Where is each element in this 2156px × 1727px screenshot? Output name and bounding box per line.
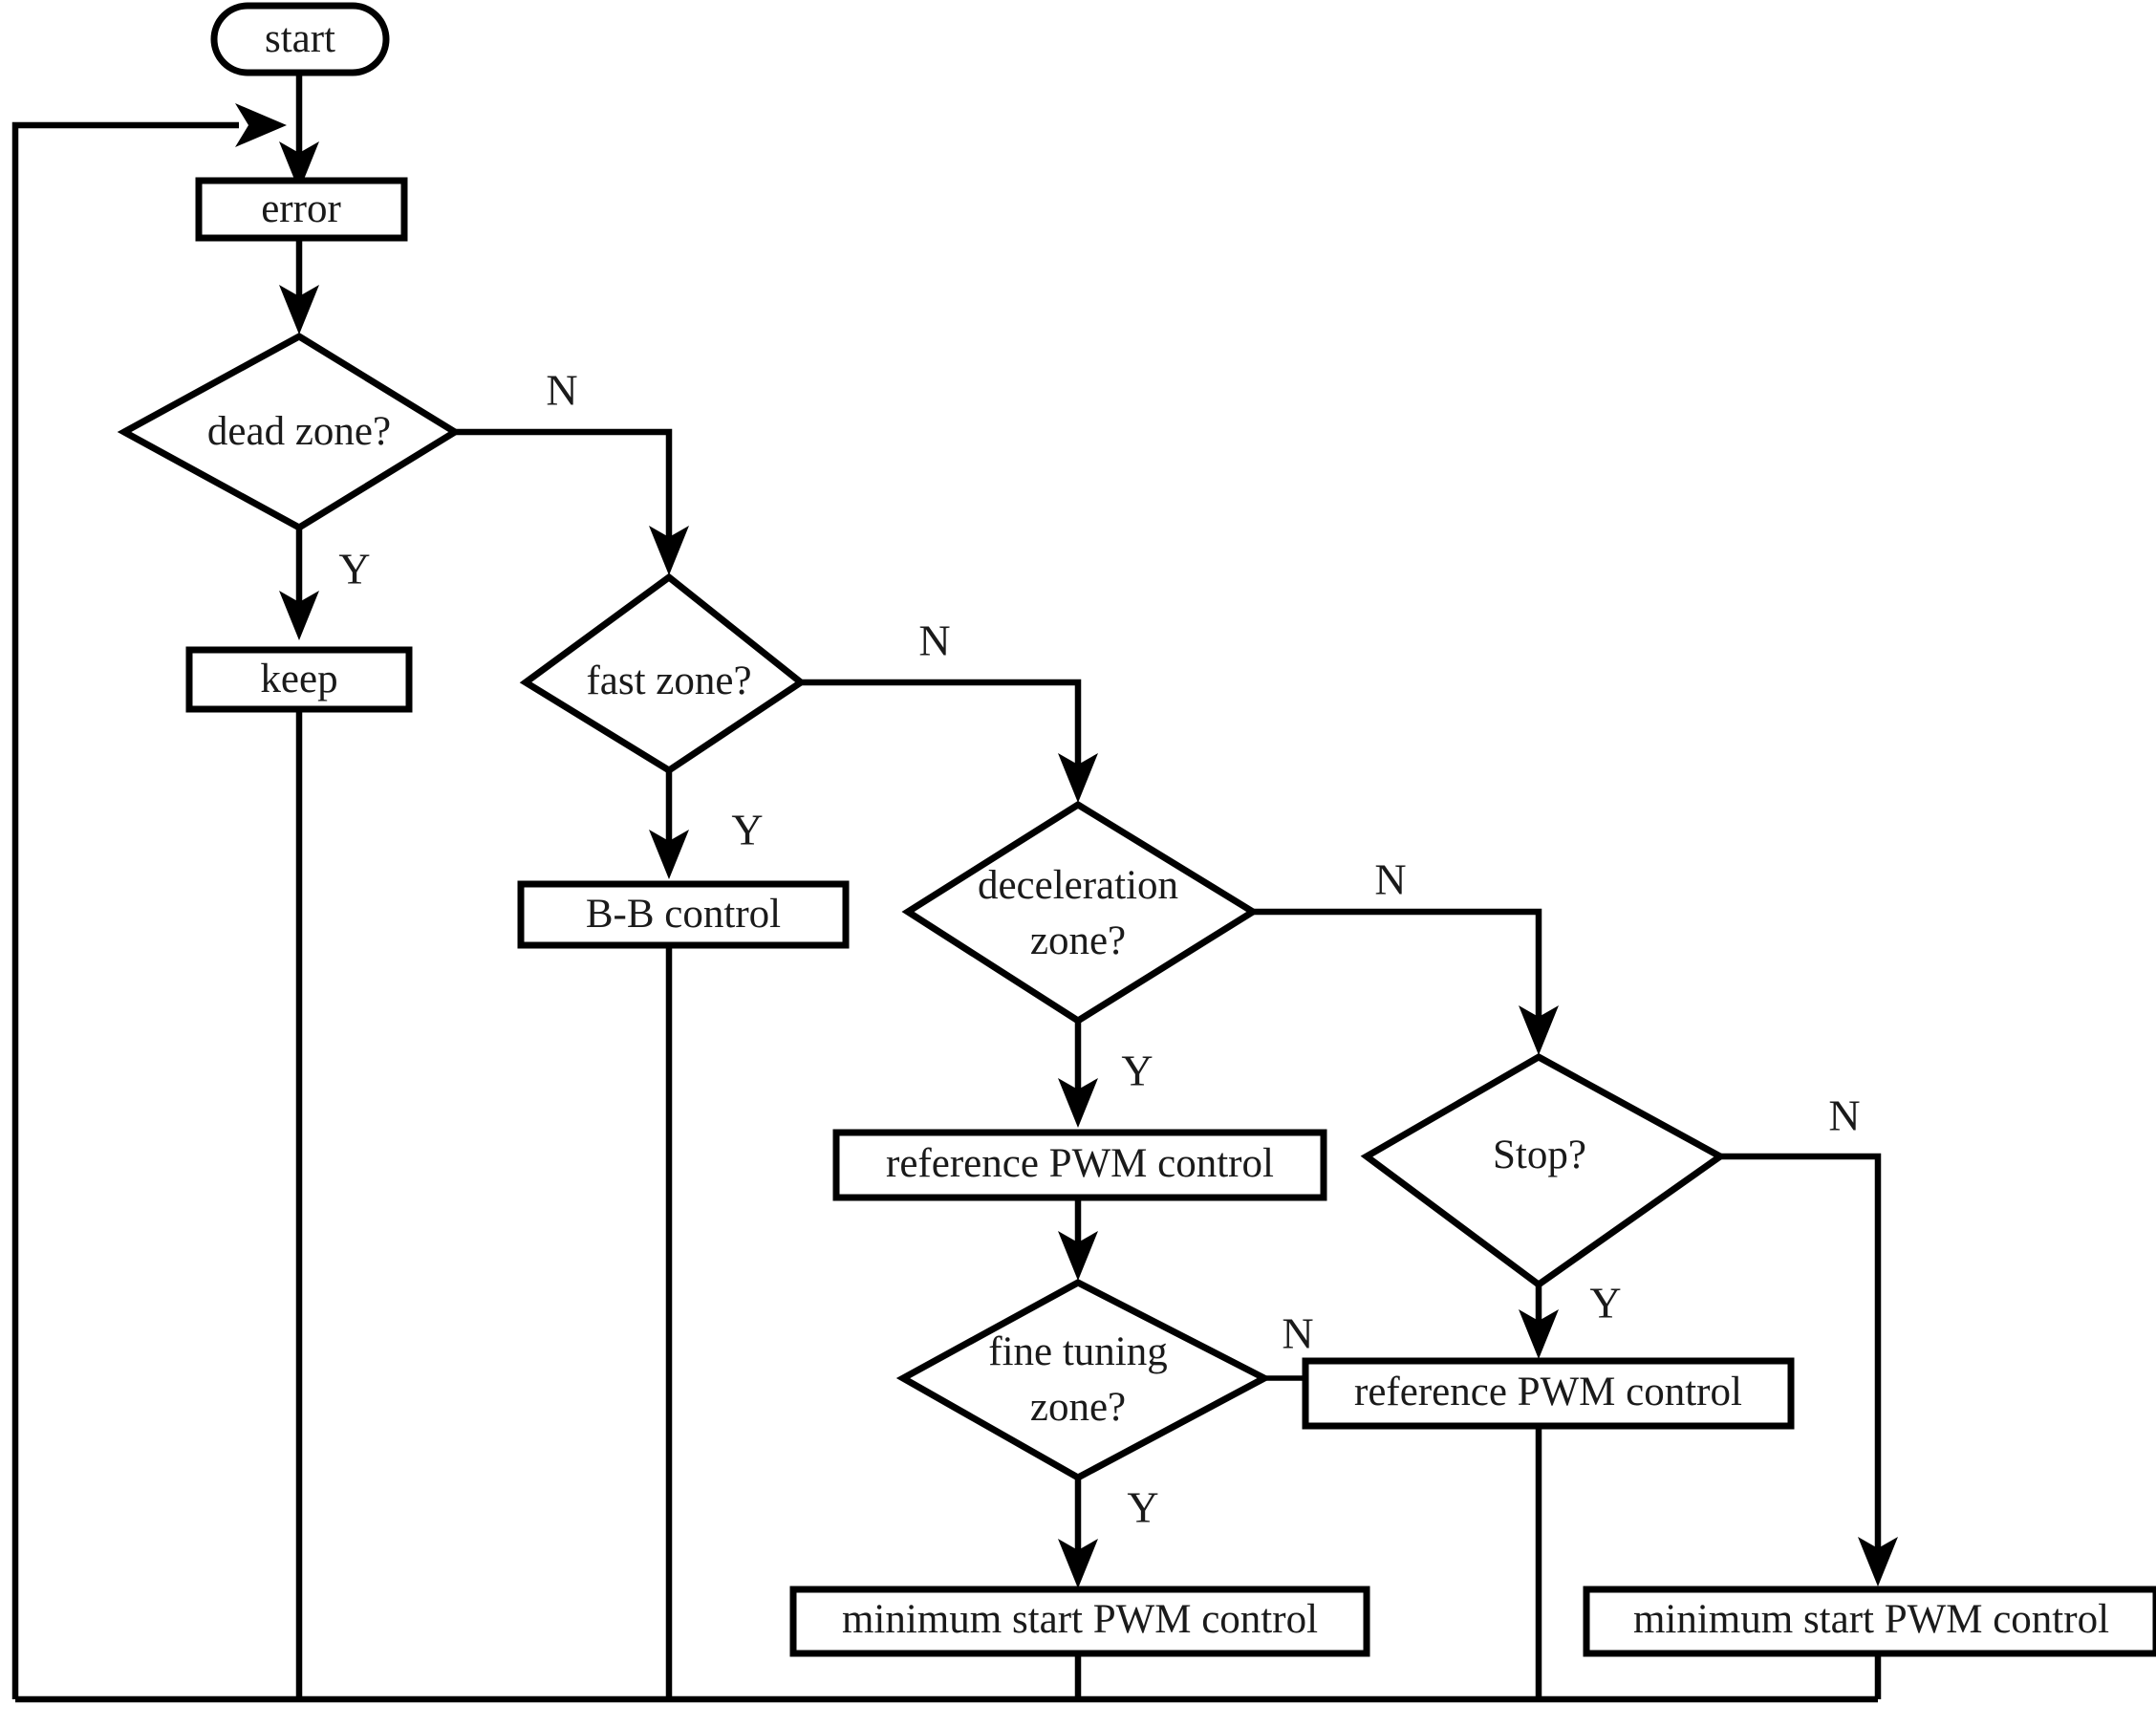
node-reference-pwm-control-1-label: reference PWM control (886, 1141, 1274, 1186)
node-minimum-start-pwm-left-label: minimum start PWM control (842, 1597, 1318, 1642)
node-fast-zone[interactable] (519, 572, 807, 775)
arrowhead-fastzone-no (1058, 753, 1098, 803)
node-reference-pwm-control-2[interactable] (1302, 1357, 1795, 1430)
edge-label-fast-zone-no: N (918, 616, 950, 665)
arrowhead-finetuning-yes (1058, 1539, 1098, 1588)
arrowhead-deceleration-no (1519, 1005, 1559, 1055)
edge-label-deceleration-no: N (1374, 855, 1406, 904)
edge-label-stop-no: N (1828, 1091, 1860, 1140)
node-fine-tuning-zone[interactable] (895, 1279, 1272, 1481)
node-minimum-start-pwm-left[interactable] (789, 1586, 1370, 1657)
edge-deceleration-no (1253, 908, 1542, 1026)
node-minimum-start-pwm-right-label: minimum start PWM control (1633, 1597, 2109, 1642)
edge-label-fast-zone-yes: Y (731, 806, 763, 854)
node-start-label: start (265, 16, 335, 61)
node-fine-tuning-zone-label-1: fine tuning (988, 1329, 1168, 1374)
node-keep[interactable] (185, 646, 413, 713)
node-error[interactable] (195, 177, 408, 242)
node-bb-control[interactable] (517, 880, 850, 949)
node-start[interactable] (210, 2, 390, 76)
node-deceleration-zone-label-1: deceleration (978, 863, 1178, 908)
edge-label-fine-tuning-yes: Y (1127, 1483, 1158, 1532)
arrowhead-start-to-error (279, 141, 319, 191)
edge-deadzone-no (455, 428, 673, 547)
arrowhead-feedback-into-error (235, 103, 287, 147)
node-minimum-start-pwm-right[interactable] (1583, 1586, 2156, 1657)
arrowhead-stop-no (1858, 1537, 1898, 1587)
edge-label-deceleration-yes: Y (1121, 1047, 1153, 1095)
edge-feedback-loop (11, 121, 239, 1699)
node-stop-label: Stop? (1493, 1133, 1586, 1177)
edge-label-fine-tuning-no: N (1282, 1309, 1313, 1358)
arrowhead-fastzone-yes (649, 830, 689, 879)
node-deceleration-zone-label-2: zone? (1030, 918, 1126, 963)
node-bb-control-label: B-B control (586, 892, 781, 937)
arrowhead-stop-yes (1519, 1309, 1559, 1359)
arrowhead-deceleration-yes (1058, 1078, 1098, 1128)
node-fine-tuning-zone-label-2: zone? (1030, 1385, 1126, 1430)
arrowhead-refpwm1-to-finetuning (1058, 1231, 1098, 1281)
edge-label-stop-yes: Y (1589, 1279, 1621, 1328)
node-deceleration-zone[interactable] (901, 800, 1260, 1025)
node-stop[interactable] (1360, 1052, 1727, 1289)
arrowhead-deadzone-no (649, 526, 689, 575)
arrowhead-deadzone-yes (279, 591, 319, 640)
node-error-label: error (261, 186, 341, 231)
node-dead-zone-label: dead zone? (207, 409, 391, 454)
edge-label-dead-zone-yes: Y (338, 545, 370, 594)
edge-stop-no (1720, 1153, 1882, 1558)
node-dead-zone[interactable] (117, 332, 462, 532)
node-reference-pwm-control-2-label: reference PWM control (1354, 1370, 1742, 1414)
edge-fastzone-no (801, 679, 1082, 774)
node-reference-pwm-control-1[interactable] (832, 1129, 1327, 1201)
node-fast-zone-label: fast zone? (586, 658, 751, 703)
arrowhead-error-to-deadzone (279, 285, 319, 335)
edge-label-dead-zone-no: N (546, 366, 577, 415)
node-keep-label: keep (260, 657, 337, 702)
